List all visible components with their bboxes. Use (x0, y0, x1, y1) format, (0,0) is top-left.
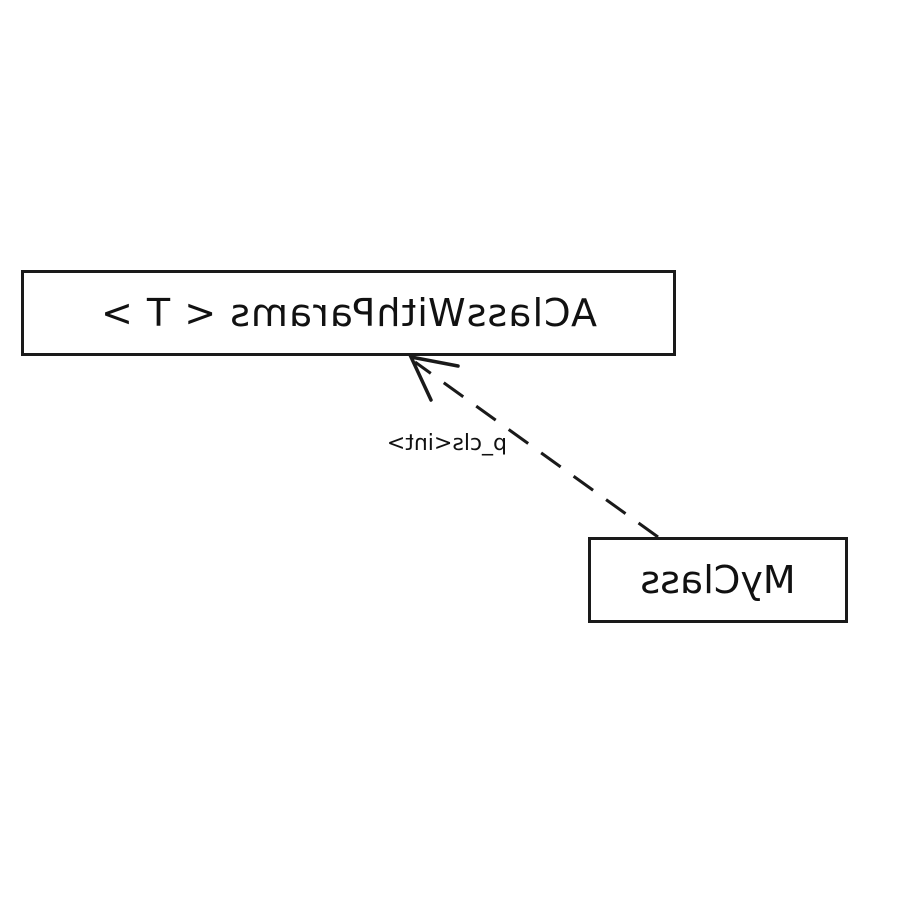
class-box-myclass[interactable]: MyClass (588, 537, 848, 623)
open-arrowhead (407, 354, 460, 402)
dependency-edge (414, 360, 659, 539)
edge-label: p_cls<int> (386, 431, 507, 456)
class-name-aclasswithparams: AClassWithParams < T > (100, 291, 597, 335)
class-box-aclasswithparams[interactable]: AClassWithParams < T > (21, 270, 676, 356)
class-name-myclass: MyClass (640, 558, 796, 602)
